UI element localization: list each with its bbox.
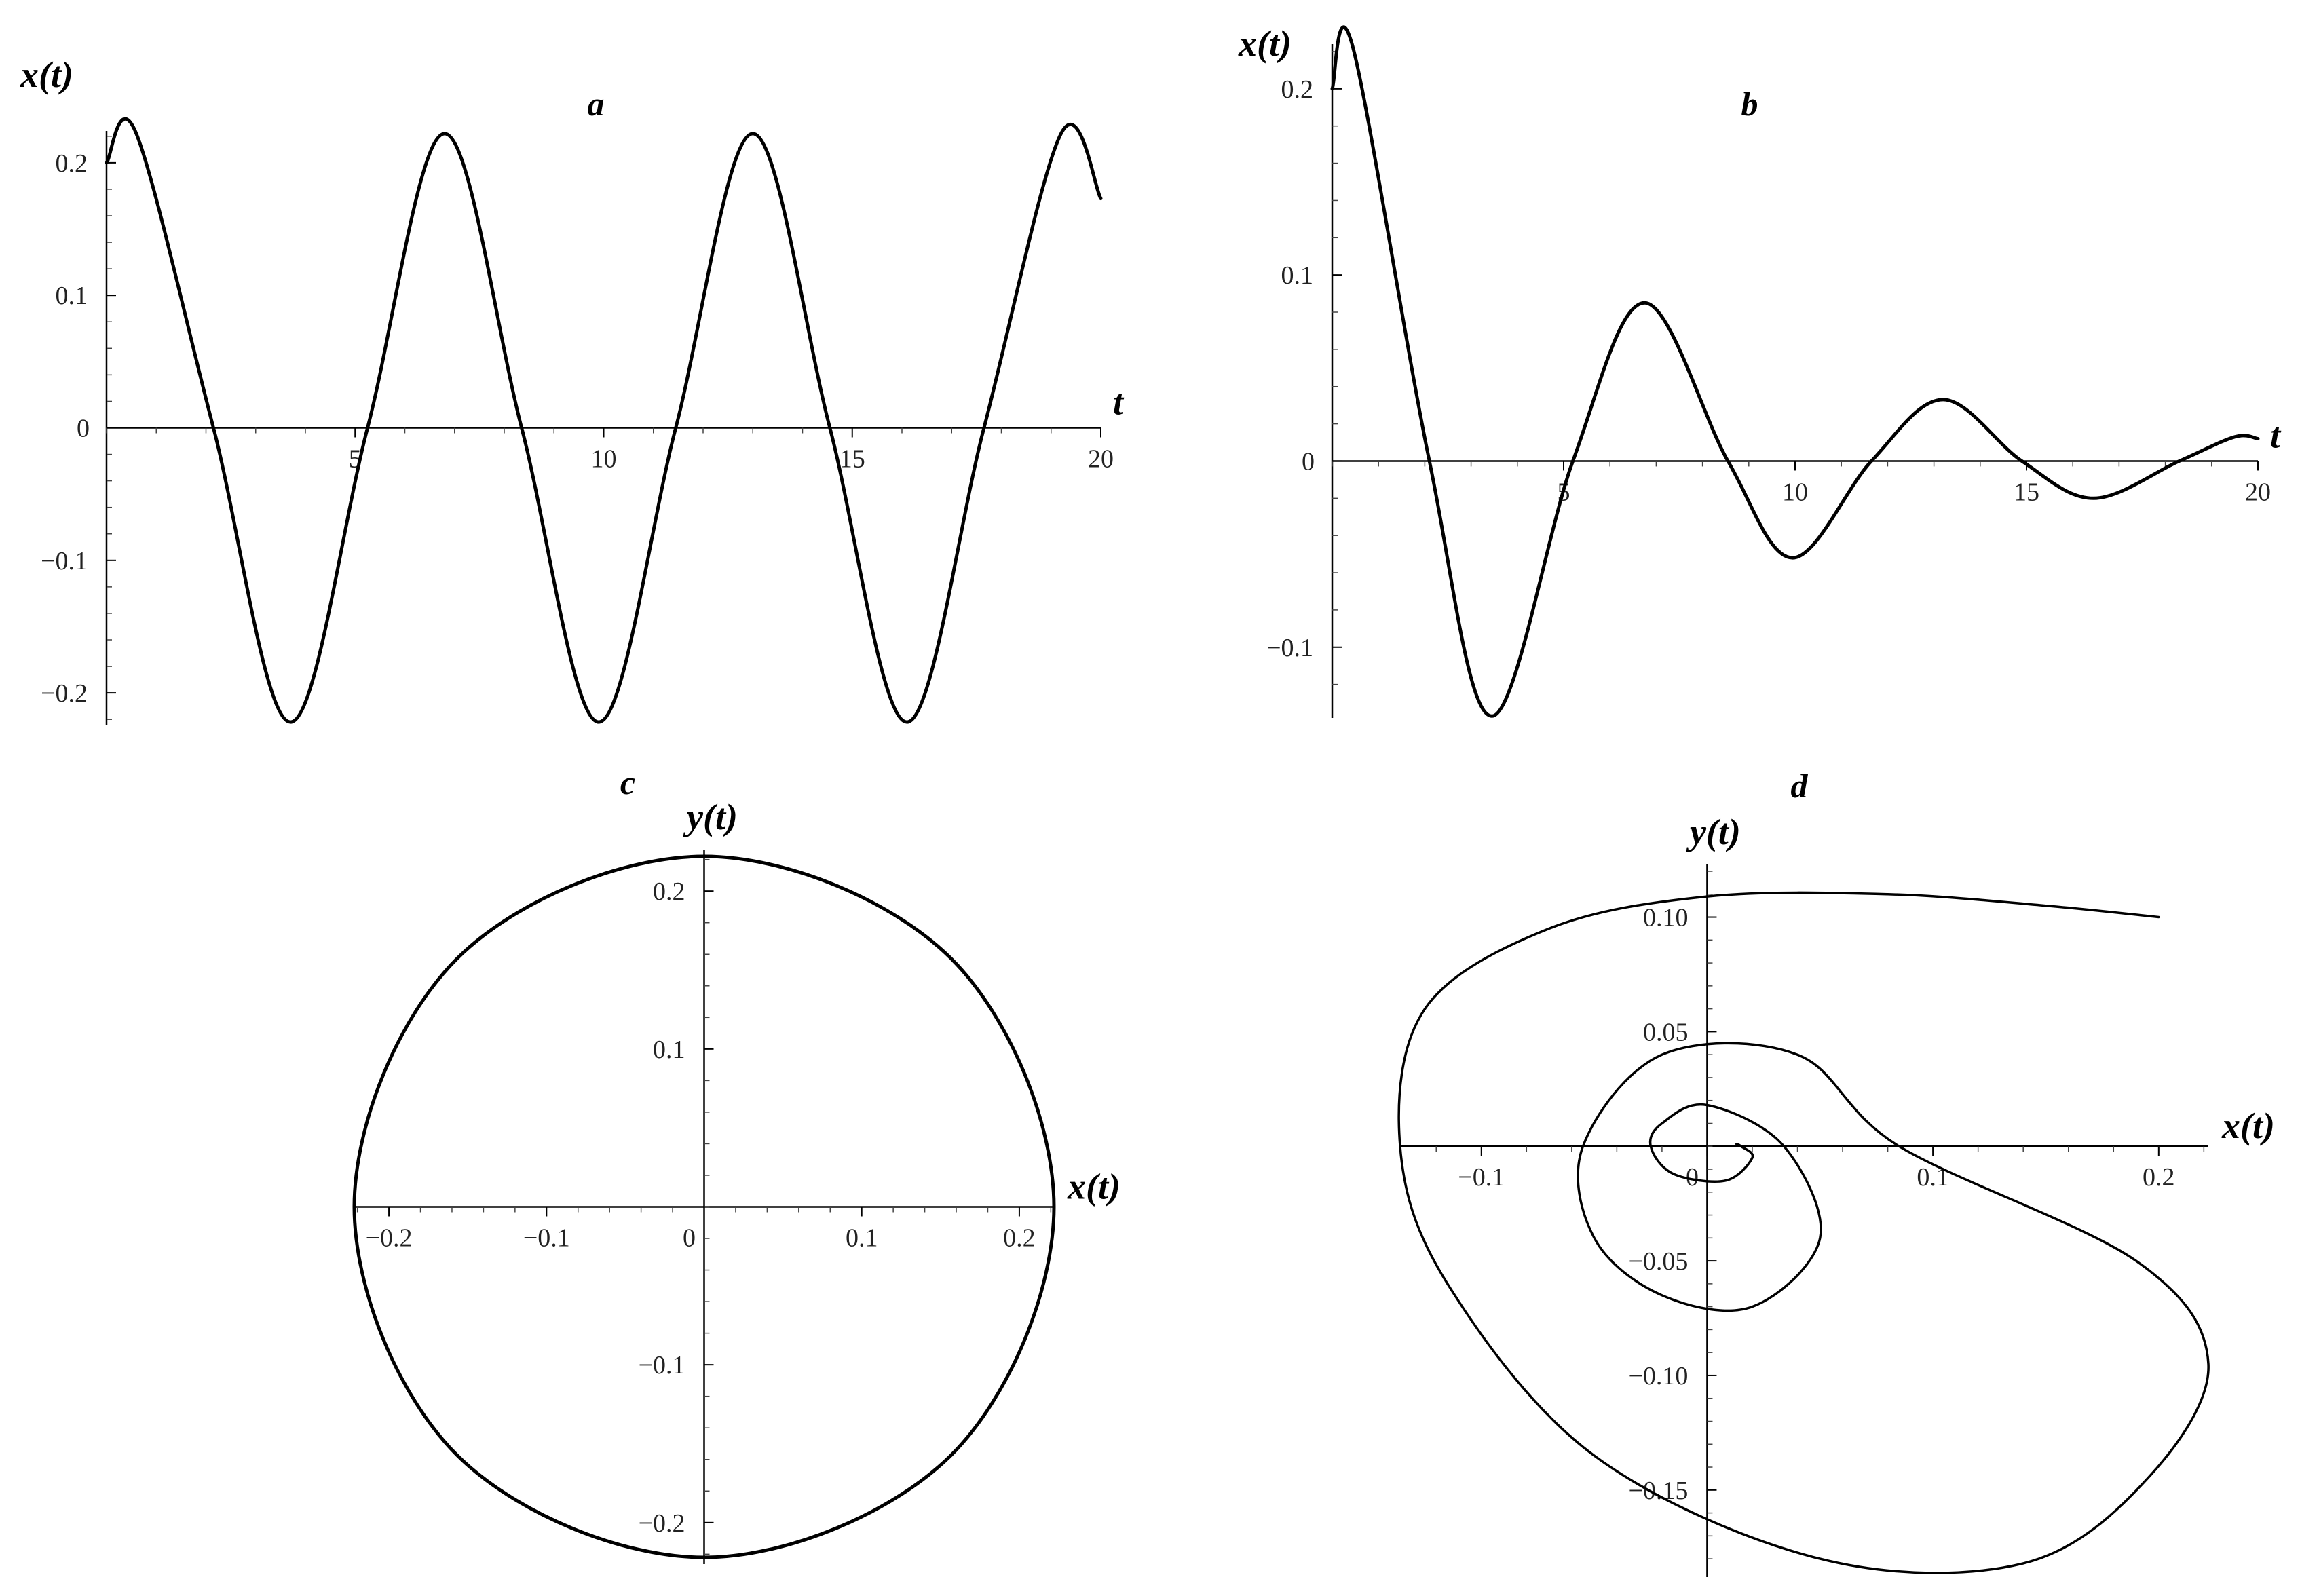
x-axis-title: t — [1113, 382, 1125, 423]
y-tick-label: 0.2 — [56, 149, 88, 178]
y-tick-label: 0.1 — [1281, 261, 1314, 290]
series-line — [105, 117, 1103, 724]
x-tick-label: 15 — [840, 445, 865, 474]
y-axis-title: y(t) — [1686, 812, 1741, 852]
x-tick-label: 0 — [1686, 1163, 1699, 1192]
y-tick-label: −0.05 — [1629, 1247, 1689, 1276]
x-axis-title: t — [2270, 415, 2282, 455]
y-tick-label: −0.1 — [41, 547, 88, 575]
x-tick-label: 0.2 — [1003, 1224, 1036, 1253]
y-axis-title: x(t) — [1238, 23, 1292, 64]
y-axis-title: y(t) — [683, 797, 738, 837]
x-tick-label: −0.1 — [1458, 1163, 1505, 1192]
y-tick-label: −0.2 — [639, 1509, 685, 1538]
y-tick-label: 0.05 — [1643, 1018, 1689, 1046]
y-tick-label: 0 — [77, 415, 90, 443]
y-tick-label: 0.1 — [56, 282, 88, 310]
y-tick-label: 0.2 — [653, 877, 685, 906]
panel-label-a: a — [588, 85, 605, 123]
panel-label-d: d — [1791, 767, 1809, 805]
y-tick-label: −0.2 — [41, 679, 88, 708]
y-tick-label: 0.1 — [653, 1036, 685, 1064]
panel-label-c: c — [620, 763, 635, 801]
y-tick-label: 0 — [1302, 447, 1315, 476]
series-line — [1397, 891, 2210, 1574]
series-line — [1330, 25, 2260, 718]
x-tick-label: 0.2 — [2143, 1163, 2175, 1192]
series-line — [352, 854, 1056, 1559]
x-tick-label: 10 — [1782, 478, 1808, 506]
y-tick-label: 0.2 — [1281, 75, 1314, 104]
x-tick-label: 20 — [2245, 478, 2271, 506]
x-tick-label: −0.2 — [366, 1224, 413, 1253]
x-tick-label: −0.1 — [523, 1224, 570, 1253]
chart-panel-c: −0.2 −0.1 0 0.1 0.2 0.2 0.1 −0.1 −0.2 x(t) y(t) c — [352, 763, 1120, 1564]
panel-label-b: b — [1741, 85, 1758, 123]
x-tick-label: 0.1 — [846, 1224, 878, 1253]
x-tick-label: 10 — [591, 445, 617, 474]
x-axis-title: x(t) — [1067, 1166, 1120, 1207]
x-tick-label: 20 — [1088, 445, 1114, 474]
y-tick-label: 0.10 — [1643, 904, 1689, 932]
x-tick-label: 15 — [2014, 478, 2039, 506]
y-tick-label: −0.1 — [1266, 634, 1313, 662]
x-tick-label: 0 — [683, 1224, 696, 1253]
y-axis-title: x(t) — [20, 54, 73, 95]
y-tick-label: −0.15 — [1629, 1477, 1689, 1505]
x-axis-title: x(t) — [2221, 1105, 2275, 1146]
y-tick-label: −0.10 — [1629, 1362, 1689, 1390]
y-tick-label: −0.1 — [639, 1351, 685, 1380]
x-tick-label: 0.1 — [1917, 1163, 1949, 1192]
